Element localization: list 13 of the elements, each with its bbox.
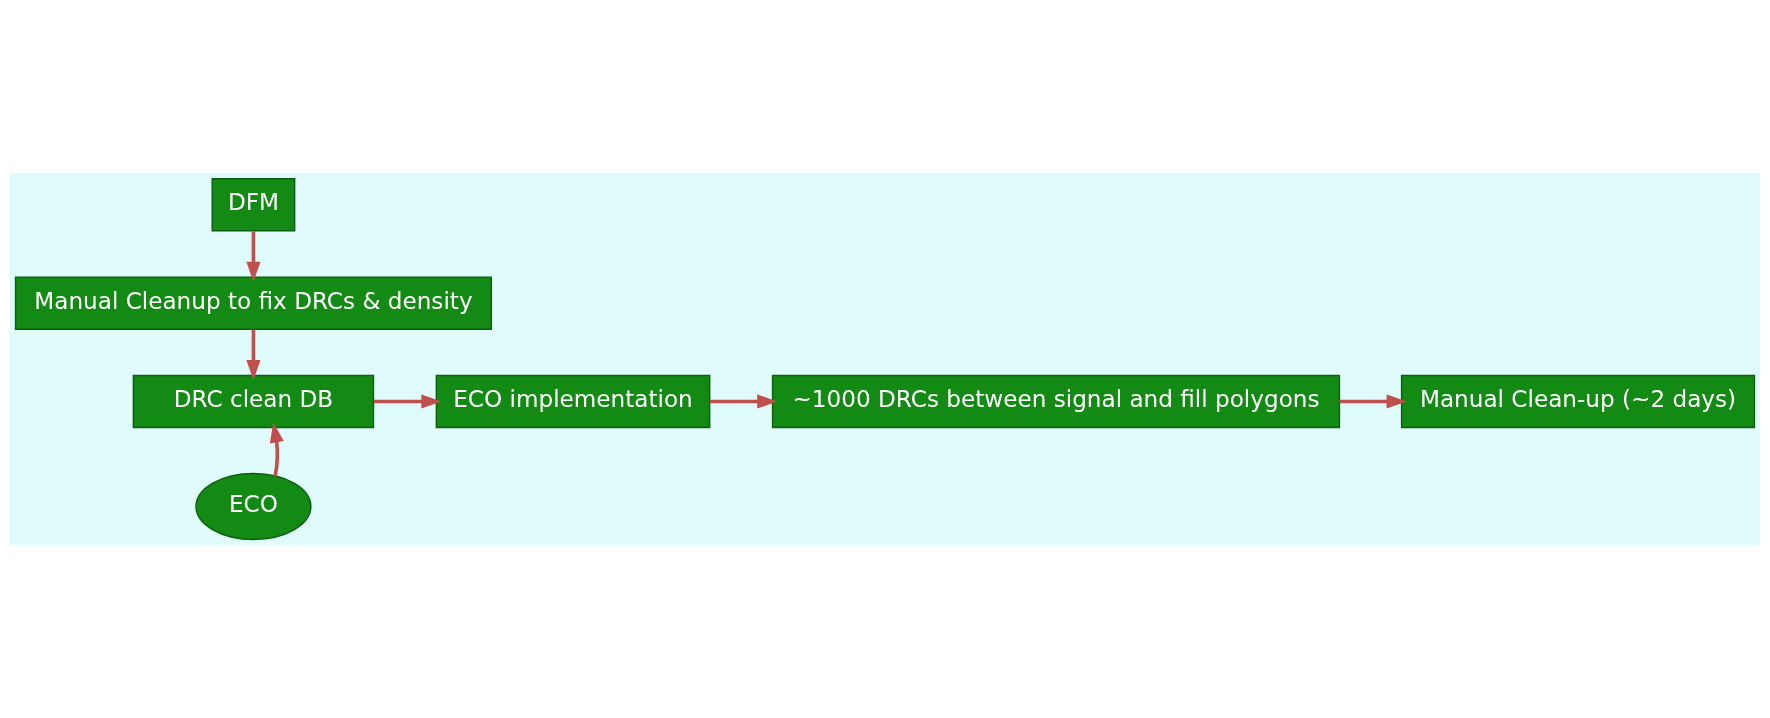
node-ellipse: ECO — [195, 472, 312, 541]
node-box: DRC clean DB — [132, 374, 375, 429]
arrow — [1339, 394, 1407, 409]
arrow — [269, 422, 284, 477]
arrow — [709, 394, 778, 409]
node-box: Manual Clean-up (~2 days) — [1400, 374, 1756, 429]
node-box: ECO implementation — [435, 374, 711, 429]
node-box: DFM — [211, 178, 296, 232]
arrow — [373, 394, 442, 409]
arrow — [246, 329, 261, 381]
node-box: Manual Cleanup to fix DRCs & density — [14, 276, 493, 330]
arrow — [246, 231, 261, 282]
node-box: ~1000 DRCs between signal and fill polygons — [771, 374, 1341, 429]
